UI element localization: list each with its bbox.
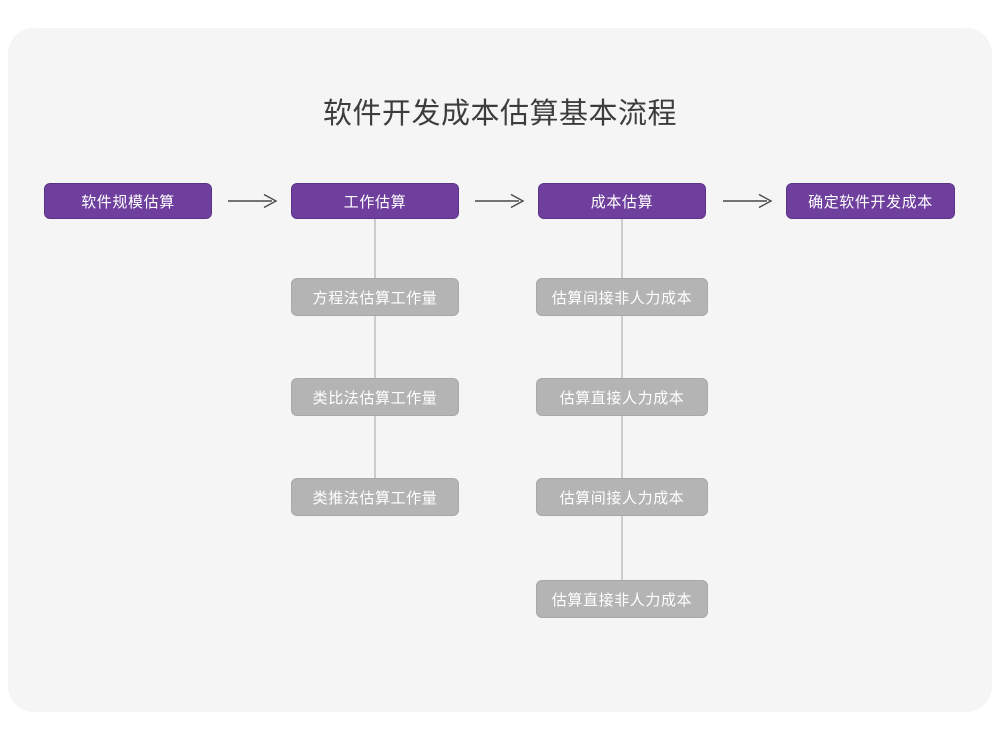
flow-subnode-direct-labor-cost[interactable]: 估算直接人力成本	[536, 378, 708, 416]
flow-node-label: 软件规模估算	[81, 193, 175, 211]
flow-node-software-scale-estimation[interactable]: 软件规模估算	[44, 183, 212, 219]
flow-node-determine-development-cost[interactable]: 确定软件开发成本	[786, 183, 955, 219]
flow-subnode-direct-nonlabor-cost[interactable]: 估算直接非人力成本	[536, 580, 708, 618]
right-arrow-icon-1	[228, 191, 278, 211]
flow-subnode-equation-method-effort[interactable]: 方程法估算工作量	[291, 278, 459, 316]
flow-node-cost-estimation[interactable]: 成本估算	[538, 183, 706, 219]
page-title: 软件开发成本估算基本流程	[322, 98, 677, 130]
flow-subnode-analogy-method-effort[interactable]: 类比法估算工作量	[291, 378, 459, 416]
flow-node-label: 成本估算	[590, 193, 654, 211]
connector-line-branch2-seg1	[621, 219, 623, 279]
flow-subnode-inference-method-effort[interactable]: 类推法估算工作量	[291, 478, 459, 516]
flow-subnode-label: 估算直接非人力成本	[551, 591, 693, 609]
connector-line-branch1-seg2	[374, 315, 376, 379]
flow-subnode-label: 方程法估算工作量	[312, 289, 438, 307]
connector-line-branch2-seg2	[621, 315, 623, 379]
connector-line-branch2-seg4	[621, 515, 623, 581]
connector-line-branch1-seg3	[374, 415, 376, 479]
diagram-card	[8, 28, 992, 712]
flow-subnode-indirect-nonlabor-cost[interactable]: 估算间接非人力成本	[536, 278, 708, 316]
flow-subnode-label: 估算直接人力成本	[559, 389, 685, 407]
flow-node-label: 工作估算	[343, 193, 407, 211]
flow-node-label: 确定软件开发成本	[808, 193, 933, 211]
flow-subnode-label: 估算间接人力成本	[559, 489, 685, 507]
flow-subnode-label: 类推法估算工作量	[312, 489, 438, 507]
flow-subnode-indirect-labor-cost[interactable]: 估算间接人力成本	[536, 478, 708, 516]
flow-node-effort-estimation[interactable]: 工作估算	[291, 183, 459, 219]
connector-line-branch2-seg3	[621, 415, 623, 479]
flow-subnode-label: 估算间接非人力成本	[551, 289, 693, 307]
connector-line-branch1-seg1	[374, 219, 376, 279]
right-arrow-icon-3	[723, 191, 773, 211]
flow-subnode-label: 类比法估算工作量	[312, 389, 438, 407]
right-arrow-icon-2	[475, 191, 525, 211]
